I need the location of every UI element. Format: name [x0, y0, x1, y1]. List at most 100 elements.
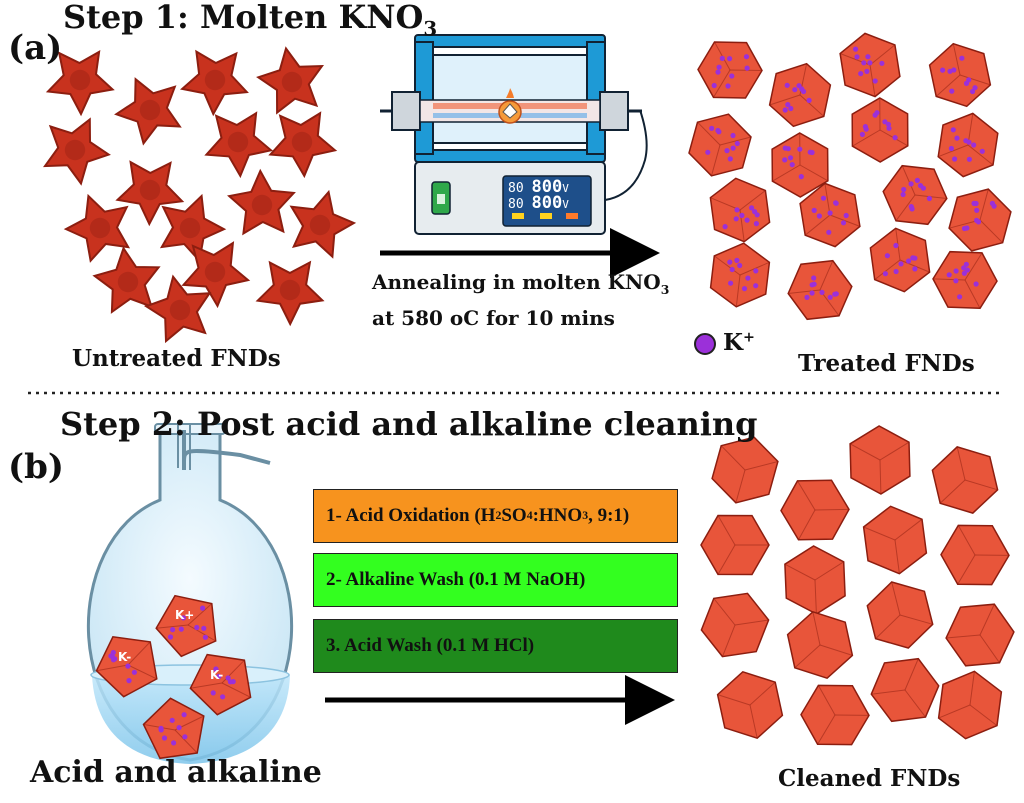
treated-fnd-k-ion — [971, 142, 977, 148]
treated-fnd-k-ion — [754, 212, 760, 218]
untreated-fnd-core — [279, 279, 301, 301]
cleaned-fnd-facet — [717, 694, 751, 706]
flask-fnd-k-ion — [125, 663, 131, 669]
cleaned-fnd-facet — [894, 539, 900, 574]
untreated-fnd-core — [169, 299, 191, 321]
cleaned-fnd-facet — [734, 619, 769, 626]
cleaned-fnd-facet — [817, 685, 836, 716]
flask-fnd-k-ion — [210, 690, 216, 696]
cleaned-fnd-facet — [957, 525, 976, 556]
flask-fnd-facet — [127, 664, 158, 680]
treated-fnd-k-ion — [785, 102, 791, 108]
flask-fnd-k-ion — [178, 626, 184, 632]
cleaned-fnd-facet — [871, 689, 906, 695]
treated-fnd-k-ion — [950, 127, 956, 133]
treated-fnd-k-ion — [729, 73, 735, 79]
treated-fnd-k-ion — [811, 207, 817, 213]
treated-fnd-k-ion — [744, 65, 750, 71]
treated-fnd-k-ion — [975, 219, 982, 225]
treated-fnd-k-ion — [973, 200, 979, 207]
treated-fnd-facet — [713, 69, 731, 98]
cleaned-fnd-facet — [717, 515, 736, 546]
treated-fnd-k-ion — [753, 268, 759, 274]
treated-fnd-facet — [819, 260, 834, 291]
untreated-fnd-core — [69, 69, 91, 91]
treated-fnd-k-ion — [705, 149, 711, 155]
treated-fnd-k-ion — [854, 54, 860, 60]
cleaned-fnd-facet — [817, 714, 836, 745]
treated-fnd-k-ion — [734, 207, 740, 213]
treated-fnd-k-ion — [782, 107, 788, 113]
treated-fnd-facet — [901, 165, 916, 196]
treated-fnd-facet — [874, 259, 901, 280]
treated-fnd-facet — [719, 136, 752, 146]
cleaned-fnd-facet — [814, 561, 844, 581]
treated-fnd-k-ion — [973, 281, 979, 287]
untreated-fnd-core — [227, 131, 249, 153]
treated-fnd-k-ion — [833, 200, 839, 206]
cleaned-fnd-facet — [904, 689, 926, 718]
treated-fnd-k-ion — [727, 156, 733, 162]
treated-fnd-k-ion — [966, 139, 972, 145]
treated-fnd-k-ion — [727, 259, 733, 265]
untreated-fnd — [181, 241, 251, 309]
treated-fnd-k-ion — [753, 283, 759, 289]
cleaned-fnd-facet — [979, 603, 995, 636]
treated-fnd-facet — [824, 183, 831, 216]
treated-fnd-k-ion — [966, 156, 973, 162]
treated-fnd-facet — [964, 279, 981, 309]
treated-fnd-k-ion — [743, 54, 750, 60]
cleaned-fnd-facet — [899, 614, 933, 625]
treated-fnd-k-ion — [963, 261, 970, 267]
treated-fnd-k-ion — [716, 129, 722, 135]
treated-fnd-facet — [959, 74, 991, 86]
treated-fnd-k-ion — [716, 64, 722, 70]
treated-fnd-k-ion — [947, 68, 953, 74]
untreated-fnd — [256, 46, 324, 115]
cleaned-fnd-facet — [938, 704, 971, 719]
step-acid-wash: 3. Acid Wash (0.1 M HCl) — [313, 619, 678, 673]
treated-fnd-k-ion — [920, 185, 927, 191]
treated-fnd-k-ion — [826, 229, 832, 235]
treated-fnd-k-ion — [900, 191, 906, 198]
untreated-fnd-core — [139, 99, 161, 121]
flask-fnd-k-ion — [227, 679, 233, 685]
treated-fnd-k-ion — [953, 268, 959, 274]
cleaned-fnd-facet — [794, 644, 821, 669]
treated-fnd-k-ion — [730, 132, 736, 139]
cleaned-fnd-facet — [875, 614, 901, 640]
cleaned-fnd-facet — [812, 611, 821, 646]
treated-fnd-k-ion — [801, 88, 807, 95]
treated-fnd-k-ion — [806, 97, 812, 103]
treated-fnd-k-ion — [964, 267, 971, 273]
flask-fnd-facet — [221, 659, 245, 684]
treated-fnd-k-ion — [953, 278, 959, 284]
untreated-fnd — [63, 193, 131, 263]
treated-fnd-k-ion — [811, 275, 817, 281]
flask-fnd-facet — [187, 624, 216, 642]
treated-fnd-facet — [769, 94, 801, 106]
treated-fnd-k-ion — [893, 242, 899, 249]
treated-fnd-facet — [852, 129, 881, 147]
treated-fnd-k-ion — [749, 205, 755, 211]
treated-fnd-k-ion — [792, 87, 798, 93]
flask-fnd-k-ion — [170, 627, 176, 633]
treated-fnd-facet — [869, 44, 896, 66]
cleaned-fnd-facet — [969, 704, 998, 726]
treated-fnd-k-ion — [864, 68, 870, 74]
treated-fnd-k-ion — [963, 80, 970, 86]
treated-fnd-facet — [932, 278, 966, 281]
treated-fnd-k-ion — [859, 131, 866, 137]
treated-fnd-facet — [739, 190, 766, 211]
treated-fnd-k-ion — [912, 266, 918, 272]
treated-fnd-k-ion — [914, 177, 921, 183]
treated-fnd-facet — [714, 255, 741, 276]
flask-fnd-k-ion — [202, 634, 208, 640]
treated-fnd-k-ion — [745, 275, 751, 281]
treated-fnd-k-ion — [809, 290, 815, 296]
untreated-fnds-label: Untreated FNDs — [72, 345, 281, 372]
flask-fnd — [142, 697, 205, 760]
flask-fnd-facet — [156, 624, 189, 629]
treated-fnd-facet — [799, 164, 829, 182]
treated-fnd-k-ion — [722, 224, 728, 230]
